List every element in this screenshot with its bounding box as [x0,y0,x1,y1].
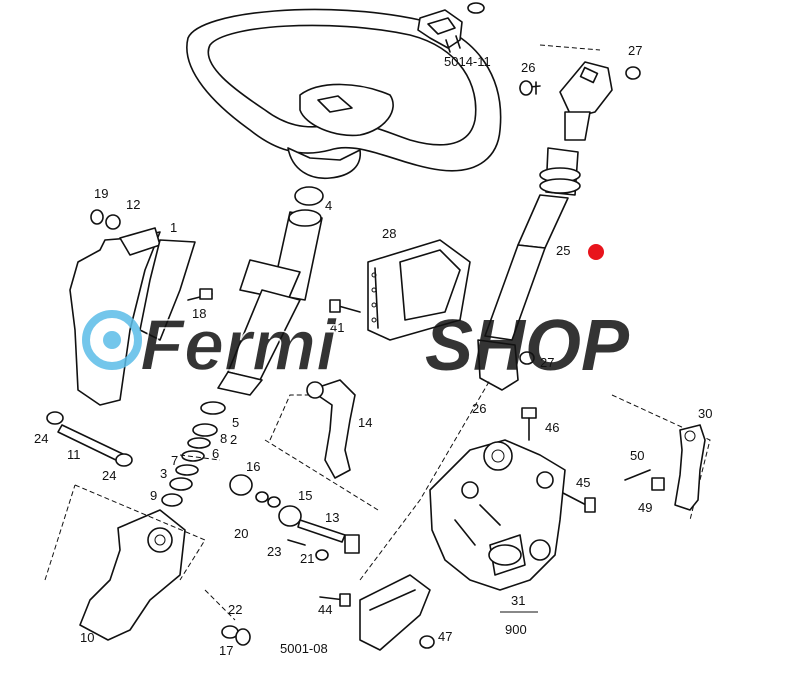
telescopic-shaft [477,147,604,391]
label-10: 10 [80,630,94,645]
pin-11 [46,411,133,467]
label-14: 14 [358,415,372,430]
arm-30 [624,424,706,511]
label-24-right: 24 [102,468,116,483]
label-47: 47 [438,629,452,644]
watermark-brand-left: Fermi [140,306,338,386]
bushings-group [229,474,360,561]
fermishop-watermark: Fermi SHOP [82,305,630,387]
label-3: 3 [160,466,167,481]
label-20: 20 [234,526,248,541]
bolts-46-45 [521,407,596,513]
callout-labels: 5014-11 26 27 19 12 1 4 28 25 18 41 27 2… [34,43,712,658]
steering-wheel [186,8,502,179]
upper-u-joint [519,61,641,141]
bolts-18-41 [187,288,361,313]
gear-hub [103,331,121,349]
label-9: 9 [150,488,157,503]
label-27-lower: 27 [540,355,554,370]
label-27: 27 [628,43,642,58]
bracket-28 [367,239,471,341]
label-45: 45 [576,475,590,490]
label-4: 4 [325,198,332,213]
label-8: 8 [220,431,227,446]
label-2: 2 [230,432,237,447]
label-44: 44 [318,602,332,617]
clip-5014-11 [417,2,485,53]
label-41: 41 [330,320,344,335]
label-26-lower: 26 [472,401,486,416]
bracket-5001-08 [221,574,435,651]
washer-stack [161,401,226,507]
label-21: 21 [300,551,314,566]
label-900: 900 [505,622,527,637]
watermark-brand-right: SHOP [425,306,630,386]
label-16: 16 [246,459,260,474]
highlight-marker [588,244,604,260]
label-23: 23 [267,544,281,559]
label-28: 28 [382,226,396,241]
label-49: 49 [638,500,652,515]
label-1: 1 [170,220,177,235]
label-31: 31 [511,593,525,608]
label-5014-11: 5014-11 [444,54,491,69]
label-24: 24 [34,431,48,446]
label-18: 18 [192,306,206,321]
label-50: 50 [630,448,644,463]
arm-14 [306,379,356,479]
label-46: 46 [545,420,559,435]
gear-icon [82,310,142,370]
label-15: 15 [298,488,312,503]
lever-10 [79,509,186,641]
label-26: 26 [521,60,535,75]
label-17: 17 [219,643,233,658]
label-7: 7 [171,453,178,468]
label-12: 12 [126,197,140,212]
label-22: 22 [228,602,242,617]
steering-column [217,186,324,396]
label-5: 5 [232,415,239,430]
label-5001-08: 5001-08 [280,641,328,656]
label-19: 19 [94,186,108,201]
label-11: 11 [67,447,81,462]
label-6: 6 [212,446,219,461]
label-30: 30 [698,406,712,421]
steering-box-31 [429,439,566,591]
label-13: 13 [325,510,339,525]
label-25: 25 [556,243,570,258]
